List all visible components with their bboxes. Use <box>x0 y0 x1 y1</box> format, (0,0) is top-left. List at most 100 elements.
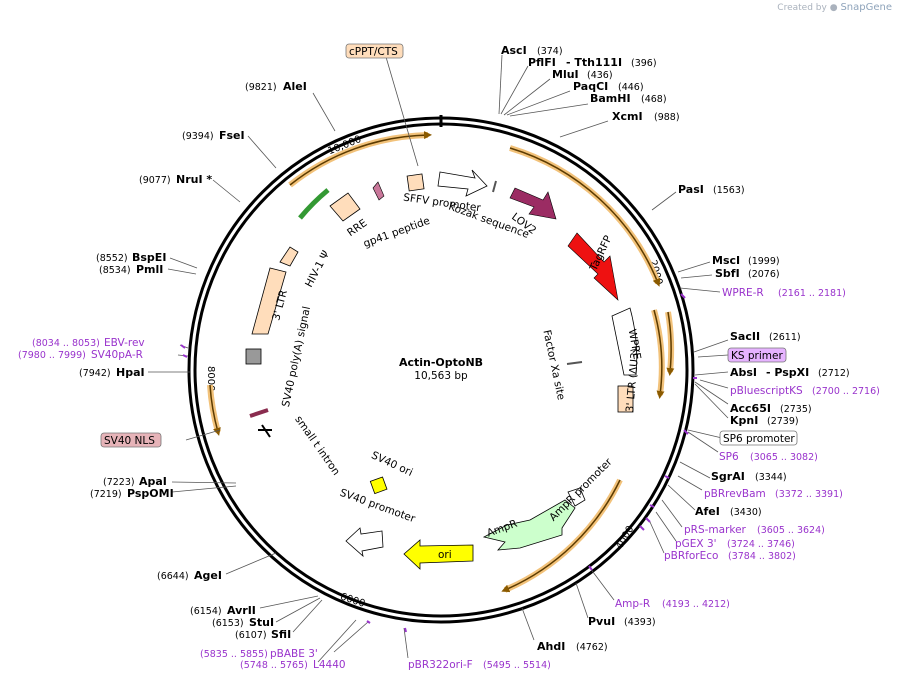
leader-lines-left <box>148 56 729 633</box>
svg-text:(8552): (8552) <box>96 253 128 264</box>
svg-text:(2739): (2739) <box>767 416 799 427</box>
site-pspomi: PspOMI <box>127 487 174 500</box>
primer-pbr322ori-f: pBR322ori-F <box>408 659 473 671</box>
svg-text:(4193 .. 4212): (4193 .. 4212) <box>662 599 730 610</box>
svg-text:(3065 .. 3082): (3065 .. 3082) <box>750 452 818 463</box>
svg-text:(468): (468) <box>641 94 667 105</box>
svg-text:(9821): (9821) <box>245 82 277 93</box>
cppt-label-box <box>345 43 404 59</box>
svg-text:(446): (446) <box>618 82 644 93</box>
sv40-promoter-arrow <box>345 527 384 558</box>
label-gp41: gp41 peptide <box>362 215 432 250</box>
site-pasi: PasI <box>678 183 704 196</box>
watermark-brand: SnapGene <box>840 2 892 13</box>
primer-wpre-r: WPRE-R <box>722 287 764 299</box>
orf-arcs <box>207 131 675 593</box>
site-alei: AleI <box>283 80 307 93</box>
label-sv40-nls: SV40 NLS <box>104 435 155 447</box>
rre-box <box>329 192 361 222</box>
sv40-nls-mark <box>249 408 269 418</box>
svg-text:(2611): (2611) <box>769 332 801 343</box>
svg-text:(396): (396) <box>631 58 657 69</box>
primer-pbrrevbam: pBRrevBam <box>704 488 766 500</box>
label-sp6-promoter: SP6 promoter <box>723 433 795 445</box>
label-ampr-promoter: AmpR promoter <box>547 456 615 524</box>
svg-text:- Tth111I: - Tth111I <box>566 56 622 69</box>
svg-text:(988): (988) <box>654 112 680 123</box>
site-stui: StuI <box>249 616 274 629</box>
small-t-intron-mark <box>258 424 272 438</box>
watermark-prefix: Created by <box>777 3 827 13</box>
site-pvui: PvuI <box>588 615 615 628</box>
ori-arrow <box>403 539 474 570</box>
ks-primer-box <box>727 347 787 363</box>
site-nrui: NruI * <box>176 173 212 186</box>
sv40-polya-box <box>245 348 262 365</box>
sites-right: AscI (374) PflFI - Tth111I (396) MluI (4… <box>501 44 850 653</box>
svg-text:(6107): (6107) <box>235 630 267 641</box>
label-sv40-polya: SV40 poly(A) signal <box>280 305 313 408</box>
primer-pbluescriptks: pBluescriptKS <box>730 385 803 397</box>
snapgene-logo-icon: ● <box>829 3 838 13</box>
svg-text:(8034 .. 8053): (8034 .. 8053) <box>32 338 100 349</box>
svg-text:(3344): (3344) <box>755 472 787 483</box>
ampr-arrow <box>482 499 576 551</box>
svg-text:(436): (436) <box>587 70 613 81</box>
factor-xa-mark <box>566 361 583 365</box>
lov2-arrow <box>509 187 557 220</box>
label-small-t-intron: small t intron <box>292 414 342 478</box>
site-xcmi: XcmI <box>612 110 643 123</box>
svg-text:(8534): (8534) <box>99 265 131 276</box>
site-agei: AgeI <box>194 569 222 582</box>
label-wpre: WPRE <box>626 328 643 360</box>
wpre-box <box>611 307 638 376</box>
tick-8000: 8000 <box>205 366 216 391</box>
site-asci: AscI <box>501 44 527 57</box>
svg-text:(6154): (6154) <box>190 606 222 617</box>
sp6-promoter-box <box>719 430 798 446</box>
plasmid-length: 10,563 bp <box>414 370 468 382</box>
ltr-du3-box <box>617 385 634 413</box>
tick-4000: 4000 <box>614 524 636 552</box>
hiv-psi-box <box>279 246 299 267</box>
primer-labels: WPRE-R (2161 .. 2181) pBluescriptKS (270… <box>18 287 880 671</box>
sv40-ori-box <box>369 476 388 495</box>
label-rre: RRE <box>345 217 369 239</box>
backbone <box>187 115 695 624</box>
site-sgrai: SgrAI <box>711 470 745 483</box>
primer-prs-marker: pRS-marker <box>684 524 747 536</box>
primer-l4440: L4440 <box>313 659 346 671</box>
primer-pbrforeco: pBRforEco <box>664 550 718 562</box>
label-ks-primer: KS primer <box>731 350 783 362</box>
primer-pbabe3: pBABE 3' <box>270 648 318 660</box>
site-bamhi: BamHI <box>590 92 631 105</box>
svg-text:(2700 .. 2716): (2700 .. 2716) <box>812 386 880 397</box>
site-acc65i: Acc65I <box>730 402 771 415</box>
green-arc <box>298 188 330 220</box>
svg-text:(9077): (9077) <box>139 175 171 186</box>
primer-ebv-rev: EBV-rev <box>104 337 145 349</box>
svg-text:(3784 .. 3802): (3784 .. 3802) <box>728 551 796 562</box>
site-kpni: KpnI <box>730 414 758 427</box>
sffv-promoter-arrow <box>437 169 488 197</box>
primer-amp-r: Amp-R <box>615 598 650 610</box>
svg-text:(9394): (9394) <box>182 131 214 142</box>
site-msci: MscI <box>712 254 740 267</box>
primer-sp6: SP6 <box>719 451 739 463</box>
site-apai: ApaI <box>139 475 167 488</box>
sites-left: (9821) AleI (9394) FseI (9077) NruI * (8… <box>79 80 307 641</box>
svg-text:- PspXI: - PspXI <box>766 366 809 379</box>
gp41-peptide-mark <box>372 181 385 201</box>
site-afei: AfeI <box>695 505 720 518</box>
svg-text:(6153): (6153) <box>212 618 244 629</box>
site-paqci: PaqCI <box>573 80 608 93</box>
svg-text:(1563): (1563) <box>713 185 745 196</box>
svg-text:(2712): (2712) <box>818 368 850 379</box>
tagrfp-arrow <box>567 232 619 301</box>
svg-text:(5748 .. 5765): (5748 .. 5765) <box>240 660 308 671</box>
svg-text:(2735): (2735) <box>780 404 812 415</box>
svg-text:(6644): (6644) <box>157 571 189 582</box>
svg-text:(5495 .. 5514): (5495 .. 5514) <box>483 660 551 671</box>
svg-text:(3724 .. 3746): (3724 .. 3746) <box>727 539 795 550</box>
